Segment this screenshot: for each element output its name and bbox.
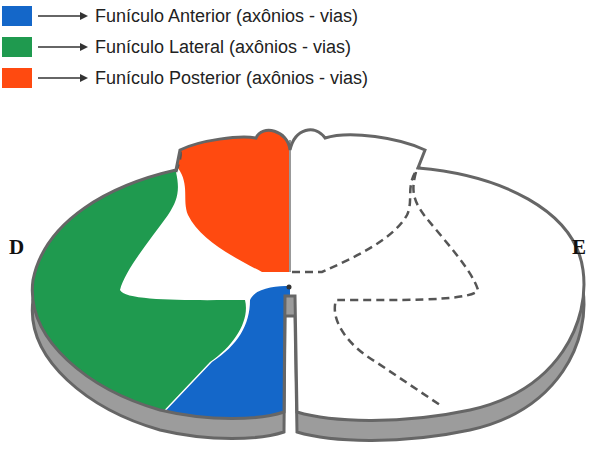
central-canal (287, 285, 292, 290)
posterior-funiculus (170, 100, 289, 272)
legend-swatch (2, 6, 32, 26)
legend-swatch (2, 37, 32, 57)
legend-text: Funículo Lateral (axônios - vias) (95, 35, 351, 59)
side-label: E (572, 235, 586, 259)
anterior-funiculus (157, 286, 290, 454)
legend-row: Funículo Anterior (axônios - vias) (2, 4, 358, 28)
legend-swatch (2, 68, 32, 88)
side-label-box: E (572, 235, 586, 260)
cord-outline (32, 130, 584, 421)
funiculi (0, 100, 290, 454)
legend-text: Funículo Anterior (axônios - vias) (95, 4, 358, 28)
side-label-box: D (9, 235, 24, 260)
side-label: D (9, 235, 24, 259)
legend-text: Funículo Posterior (axônios - vias) (95, 66, 368, 90)
gray-matter-outline (176, 150, 478, 405)
legend-row: Funículo Lateral (axônios - vias) (2, 35, 351, 59)
legend-row: Funículo Posterior (axônios - vias) (2, 66, 368, 90)
legend-arrows (38, 12, 88, 82)
posterior-median-sulcus (289, 140, 291, 272)
